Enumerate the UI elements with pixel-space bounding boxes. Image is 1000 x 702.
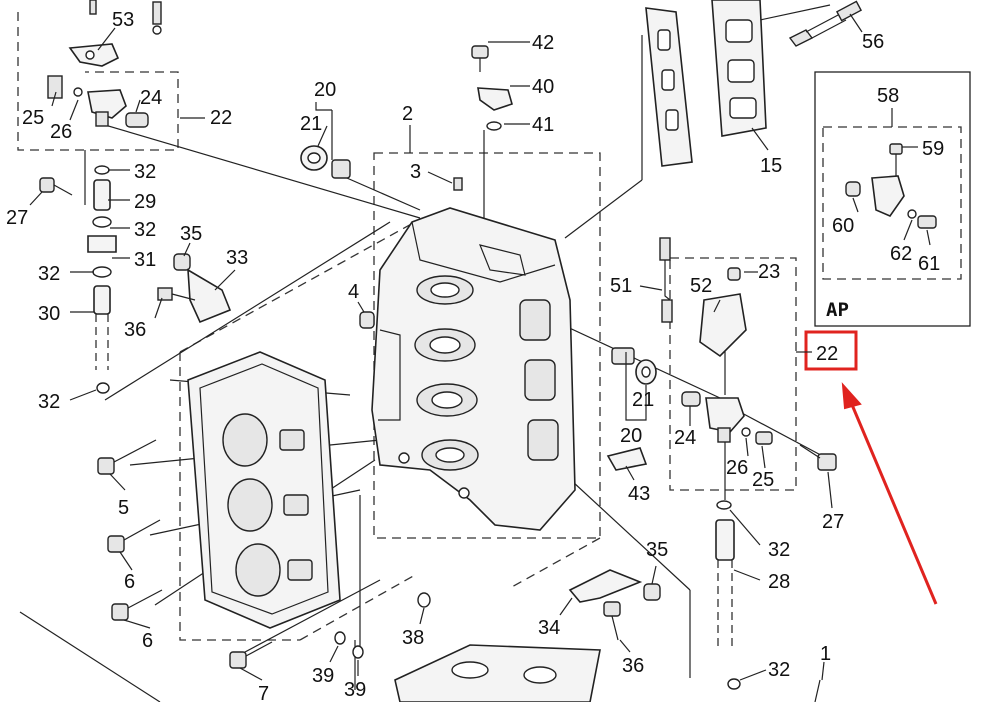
label-52: 52 [690,275,712,297]
sensor-56 [788,0,863,47]
label-20: 20 [620,425,642,447]
label-32: 32 [38,263,60,285]
label-26: 26 [50,121,72,143]
label-3: 3 [410,161,421,183]
label-32: 32 [38,391,60,413]
fitting-42-40-41 [471,45,513,131]
cylinder-block [371,207,576,531]
gaskets-top [645,0,767,167]
label-36: 36 [622,655,644,677]
label-33: 33 [226,247,248,269]
label-34: 34 [538,617,560,639]
label-25: 25 [752,469,774,491]
bottom-gasket-1 [394,644,601,702]
label-59: 59 [922,138,944,160]
dowel-4 [359,311,375,329]
label-27: 27 [822,511,844,533]
label-53: 53 [112,9,134,31]
label-41: 41 [532,114,554,136]
dowel-pin-3 [453,177,463,191]
label-5: 5 [118,497,129,519]
callout-arrow-shaft [848,399,938,605]
label-21: 21 [300,113,322,135]
label-25: 25 [22,107,44,129]
bracket-43 [606,447,648,471]
label-61: 61 [918,253,940,275]
bracket-assembly-left [157,253,232,324]
label-32: 32 [768,659,790,681]
label-32: 32 [134,219,156,241]
plug-20-21 [300,145,351,179]
label-39: 39 [312,665,334,687]
label-51: 51 [610,275,632,297]
label-35: 35 [646,539,668,561]
bolt-27-left [39,177,73,196]
label-22-highlighted: 22 [816,343,838,365]
label-32: 32 [134,161,156,183]
label-32: 32 [768,539,790,561]
label-2: 2 [402,103,413,125]
callout-arrow-head [841,382,862,410]
right-sender-assembly [611,237,837,471]
label-56: 56 [862,31,884,53]
label-24: 24 [140,87,162,109]
label-43: 43 [628,483,650,505]
label-30: 30 [38,303,60,325]
label-23: 23 [758,261,780,283]
label-6: 6 [124,571,135,593]
thermo-sender-assembly [47,0,162,128]
label-42: 42 [532,32,554,54]
label-58: 58 [877,85,899,107]
bolts-5-6-7 [97,439,273,669]
bracket-assembly-lower [568,569,661,641]
label-27: 27 [6,207,28,229]
label-24: 24 [674,427,696,449]
highlight-box [804,330,858,371]
label-4: 4 [348,281,359,303]
label-ap: AP [826,299,849,321]
ap-inset [814,71,971,327]
label-40: 40 [532,76,554,98]
label-26: 26 [726,457,748,479]
highlight-callout [804,330,938,605]
label-29: 29 [134,191,156,213]
label-39: 39 [344,679,366,701]
label-15: 15 [760,155,782,177]
label-6: 6 [142,630,153,652]
label-1: 1 [820,643,831,665]
label-31: 31 [134,249,156,271]
label-36: 36 [124,319,146,341]
crankcase [187,351,341,629]
label-22: 22 [210,107,232,129]
label-21: 21 [632,389,654,411]
label-7: 7 [258,683,269,702]
label-ticks [29,13,931,681]
hose-stack-right [715,500,741,690]
label-60: 60 [832,215,854,237]
part-labels: 53 25 26 24 22 27 32 29 32 31 32 30 32 3… [6,9,944,702]
label-20: 20 [314,79,336,101]
hose-stack-left [87,165,117,394]
label-62: 62 [890,243,912,265]
label-35: 35 [180,223,202,245]
o-rings-38-39 [334,592,431,659]
label-28: 28 [768,571,790,593]
label-38: 38 [402,627,424,649]
